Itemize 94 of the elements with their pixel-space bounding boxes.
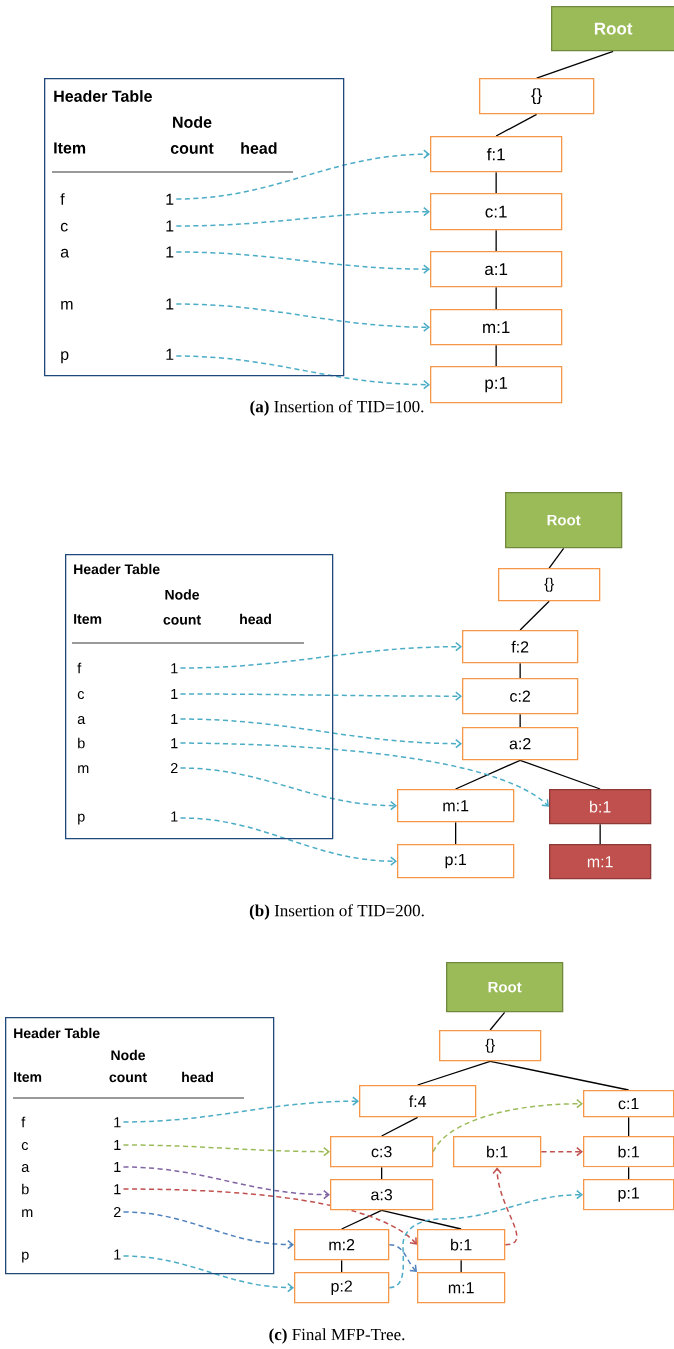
tree-node: p:1 [397,844,515,879]
table-row: p 1 [78,811,178,825]
tree-link [455,821,457,845]
tree-link [495,113,538,137]
table-row: p 1 [61,348,174,364]
tree-node: f:2 [462,630,579,664]
dashed-arrow [175,149,430,200]
tree-link [628,1116,630,1137]
dashed-arrow [122,1188,417,1245]
table-row: a 1 [60,246,174,258]
tree-node: m:2 [294,1229,390,1261]
table-row: c 1 [60,220,174,232]
dashed-arrow [179,641,462,669]
tree-link [536,50,614,79]
dashed-arrow [388,1189,583,1289]
dashed-arrow [175,303,430,332]
tree-link [519,759,601,790]
root-node: Root [446,962,564,1013]
dashed-arrow [432,1098,583,1153]
table-row: m 2 [22,1206,121,1218]
tree-node: {} [498,568,601,602]
new-tree-node: b:1 [549,789,652,825]
table-row: p 1 [22,1249,121,1263]
tree-link [519,662,521,679]
tree-link [495,171,497,194]
tree-node: c:1 [583,1090,674,1118]
new-tree-node: m:1 [549,844,652,880]
tree-node: b:1 [583,1136,674,1168]
tree-node: p:2 [294,1272,390,1304]
dashed-arrow [122,1096,359,1123]
table-row: c 1 [21,1139,121,1151]
tree-link [519,713,521,728]
tree-link [417,1060,491,1086]
dashed-arrow [122,1166,330,1200]
tree-link [495,344,497,367]
tree-link [599,823,601,845]
table-row: m 2 [78,762,178,774]
tree-link [495,229,497,252]
tree-link [548,547,565,569]
dashed-arrow [122,1255,294,1293]
tree-node: c:2 [462,678,579,715]
tree-node: f:1 [430,136,563,173]
table-row: f 1 [60,193,174,205]
tree-node: m:1 [397,789,515,823]
table-row: a 1 [21,1161,121,1173]
dashed-arrow [179,718,462,749]
dashed-arrow [179,691,462,701]
dashed-arrow [179,817,397,866]
tree-node: b:1 [453,1136,542,1168]
table-row: b 1 [22,1183,121,1195]
table-row: m 1 [61,298,174,310]
dashed-arrow [492,1167,518,1246]
tree-link [495,286,497,310]
tree-link [455,759,521,790]
tree-node: m:1 [430,309,563,346]
root-node: Root [505,492,623,549]
tree-link [381,1116,419,1137]
tree-node: p:1 [430,366,563,404]
tree-link [460,1259,462,1273]
table-row: f 1 [77,662,178,674]
table-row: a 1 [77,713,178,725]
tree-link [628,1166,630,1180]
dashed-arrow [179,767,397,811]
tree-link [489,1011,506,1031]
tree-node: a:1 [430,251,563,288]
tree-node: m:1 [417,1272,506,1304]
tree-node: b:1 [417,1229,506,1261]
tree-link [519,600,550,631]
panel-caption: (b) Insertion of TID=200. [249,904,424,920]
table-row: c 1 [77,688,178,700]
dashed-arrow [540,1146,583,1157]
dashed-arrow [175,206,430,227]
table-row: f 1 [21,1116,121,1128]
table-row: b 1 [78,737,178,749]
dashed-arrow [122,1211,294,1250]
dashed-arrow [179,742,549,807]
dashed-arrow [122,1144,330,1157]
tree-node: a:2 [462,727,579,761]
tree-link [489,1060,630,1091]
tree-node: c:3 [330,1136,434,1168]
tree-node: p:1 [583,1179,674,1211]
tree-node: f:4 [359,1085,477,1118]
tree-node: {} [479,78,595,115]
dashed-arrow [175,251,430,274]
dashed-arrow [175,355,430,390]
tree-link [341,1209,383,1230]
tree-node: c:1 [430,193,563,231]
tree-link [381,1209,462,1230]
dashed-arrow [388,1243,417,1272]
tree-node: a:3 [330,1179,434,1211]
panel-caption: (a) Insertion of TID=100. [250,400,424,416]
tree-node: {} [439,1030,542,1062]
root-node: Root [551,6,674,52]
panel-caption: (c) Final MFP-Tree. [269,1328,405,1344]
